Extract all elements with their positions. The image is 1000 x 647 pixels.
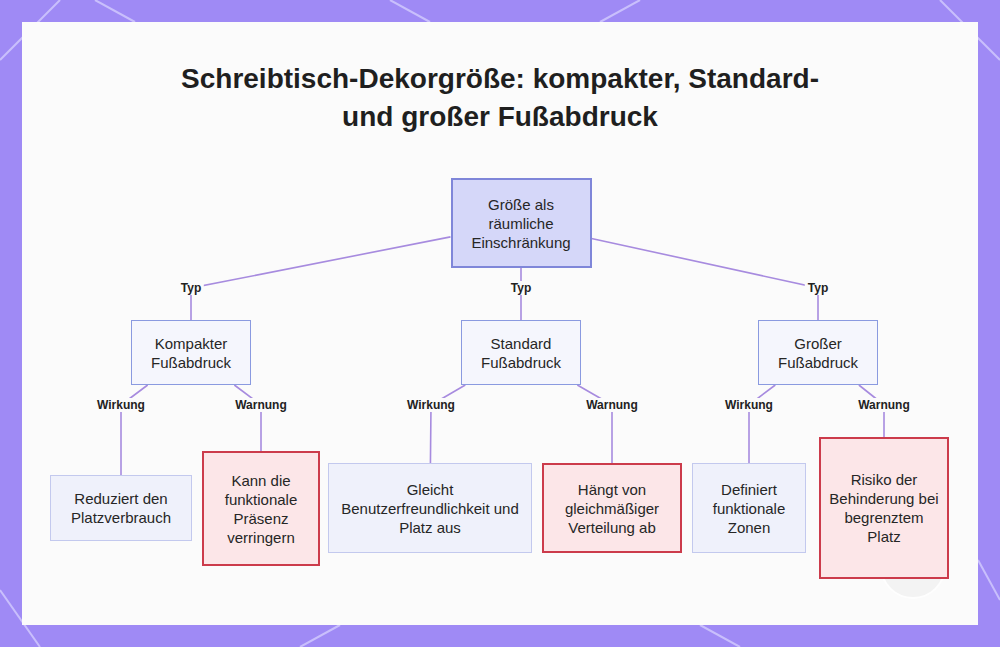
warning-box: Risiko der Behinderung bei begrenztem Pl… <box>819 437 949 579</box>
type-box: Standard Fußabdruck <box>461 320 581 385</box>
effect-box: Definiert funktionale Zonen <box>692 463 806 553</box>
edge-label: Warnung <box>583 398 641 412</box>
edge-label: Typ <box>805 281 831 295</box>
effect-box: Reduziert den Platzverbrauch <box>50 475 192 541</box>
edge-label: Warnung <box>855 398 913 412</box>
edge-label: Wirkung <box>94 398 148 412</box>
node-text: Definiert funktionale Zonen <box>701 480 797 537</box>
edge-label: Wirkung <box>722 398 776 412</box>
connector <box>577 385 612 463</box>
type-box: Großer Fußabdruck <box>758 320 878 385</box>
connector <box>592 238 819 320</box>
edge-label: Wirkung <box>404 398 458 412</box>
panel <box>22 22 978 625</box>
diagram-title: Schreibtisch-Dekorgröße: kompakter, Stan… <box>180 60 820 136</box>
node-text: Hängt von gleichmäßiger Verteilung ab <box>552 480 672 537</box>
edge-label: Typ <box>178 281 204 295</box>
connector <box>749 385 775 463</box>
connector <box>234 385 261 451</box>
warning-box: Hängt von gleichmäßiger Verteilung ab <box>542 463 682 553</box>
root-box: Größe als räumliche Einschränkung <box>451 178 592 268</box>
edge-label: Typ <box>508 281 534 295</box>
node-text: Reduziert den Platzverbrauch <box>59 489 183 527</box>
warning-box: Kann die funktionale Präsenz verringern <box>202 451 320 566</box>
node-text: Kompakter Fußabdruck <box>140 334 242 372</box>
connector <box>430 385 465 463</box>
node-text: Gleicht Benutzerfreundlichkeit und Platz… <box>337 480 523 537</box>
type-box: Kompakter Fußabdruck <box>131 320 251 385</box>
effect-box: Gleicht Benutzerfreundlichkeit und Platz… <box>328 463 532 553</box>
node-text: Risiko der Behinderung bei begrenztem Pl… <box>829 470 939 546</box>
node-text: Kann die funktionale Präsenz verringern <box>212 471 310 547</box>
node-text: Größe als räumliche Einschränkung <box>461 195 582 252</box>
connector <box>191 237 451 320</box>
node-text: Großer Fußabdruck <box>767 334 869 372</box>
node-text: Standard Fußabdruck <box>470 334 572 372</box>
edge-label: Warnung <box>232 398 290 412</box>
